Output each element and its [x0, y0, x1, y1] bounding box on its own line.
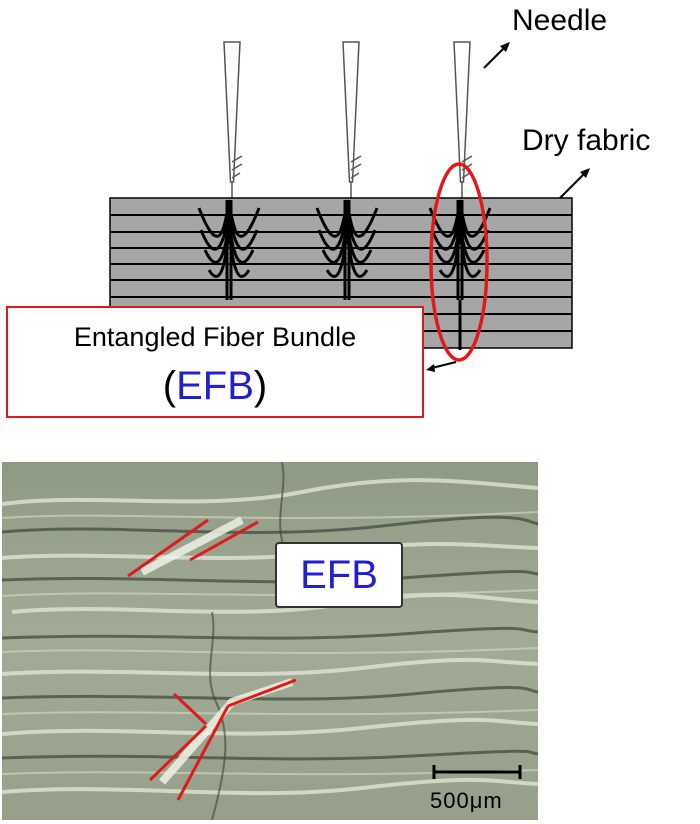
scale-bar-label: 500μm: [430, 788, 503, 813]
efb-marker-3: [172, 692, 208, 726]
dry-fabric-label: Dry fabric: [522, 124, 651, 157]
efb-marker-6: [227, 678, 297, 708]
efb-callout-title: Entangled Fiber Bundle: [73, 322, 357, 352]
dry-fabric-arrow: [559, 171, 587, 199]
efb-abbr-text: EFB: [176, 364, 254, 408]
needle-2: [342, 41, 362, 223]
needle-1: [223, 41, 243, 223]
efb-marker-1: [127, 518, 209, 578]
fiber-bundle-3: [428, 198, 492, 350]
needle-3: [453, 41, 473, 223]
needle-arrow: [483, 45, 507, 69]
efb-callout-box: Entangled Fiber Bundle (EFB): [6, 306, 424, 418]
scale-bar: [432, 765, 522, 779]
open-paren: (: [162, 364, 177, 408]
efb-photo-tag: EFB: [275, 542, 403, 608]
needle-label: Needle: [512, 4, 608, 37]
efb-callout-abbr-line: (EFB): [8, 364, 422, 409]
micrograph-image: [2, 462, 538, 820]
efb-highlight-ellipse: [429, 162, 489, 362]
efb-marker-2: [189, 520, 259, 562]
efb-callout-arrow: [431, 361, 457, 369]
efb-marker-5: [176, 705, 230, 801]
close-paren: ): [253, 364, 268, 408]
efb-marker-4: [148, 724, 208, 782]
